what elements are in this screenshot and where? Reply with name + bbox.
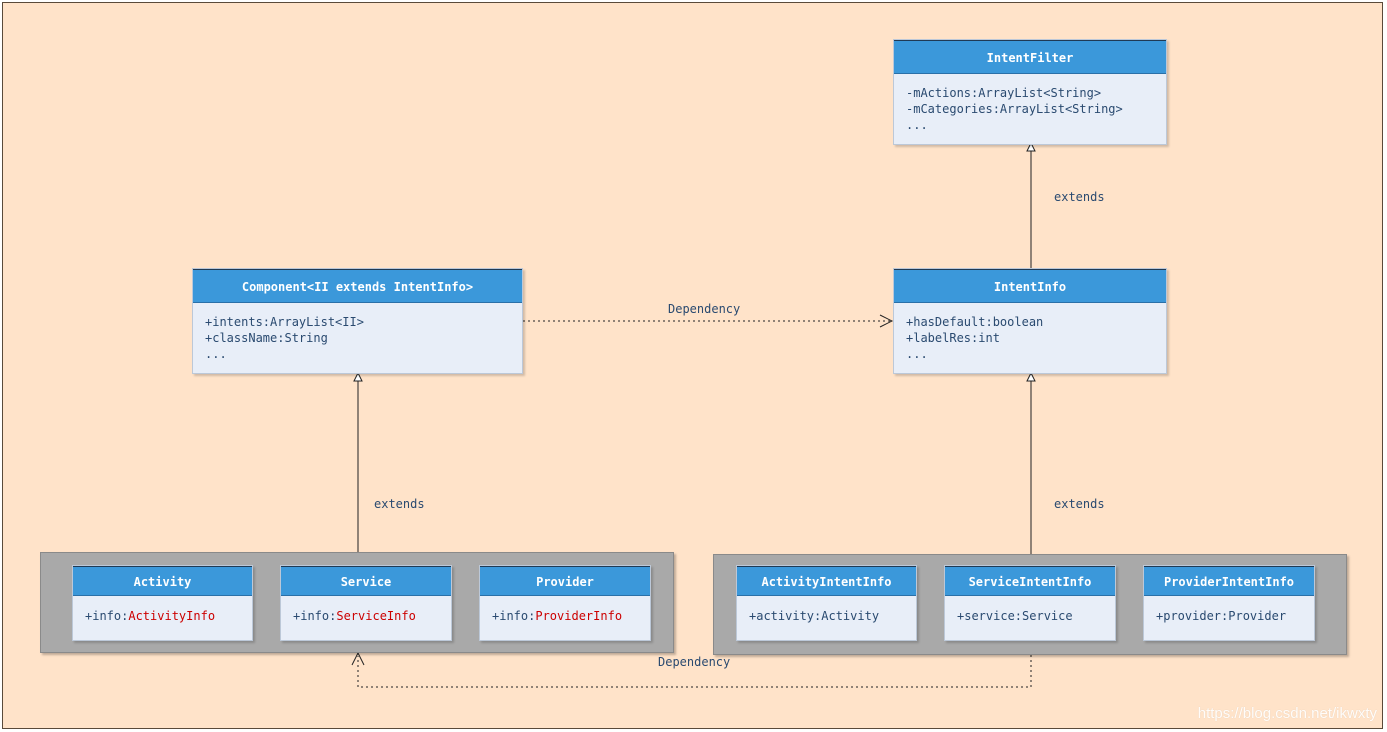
member: +info:ActivityInfo: [85, 609, 216, 623]
member: +provider:Provider: [1156, 609, 1287, 623]
class-name: Activity: [73, 566, 252, 596]
member: ...: [205, 347, 227, 361]
class-members: +activity:Activity: [737, 596, 916, 636]
member: ...: [906, 347, 928, 361]
class-members: -mActions:ArrayList<String> -mCategories…: [894, 74, 1166, 144]
member: +hasDefault:boolean: [906, 315, 1044, 329]
class-activityintentinfo[interactable]: ActivityIntentInfo +activity:Activity: [736, 565, 917, 641]
class-members: +provider:Provider: [1144, 596, 1314, 636]
class-name: Component<II extends IntentInfo>: [193, 269, 522, 303]
class-name: ActivityIntentInfo: [737, 566, 916, 596]
dependency-arrowhead-top: [879, 314, 894, 328]
member: +info:ServiceInfo: [293, 609, 416, 623]
class-members: +hasDefault:boolean +labelRes:int ...: [894, 303, 1166, 373]
class-name: Provider: [480, 566, 650, 596]
member: -mActions:ArrayList<String>: [906, 86, 1102, 100]
dependency-arrowhead-bottom: [351, 651, 365, 666]
class-intentfilter[interactable]: IntentFilter -mActions:ArrayList<String>…: [893, 39, 1167, 145]
extends-arrowhead-intentinfo: [1026, 371, 1036, 382]
class-members: +info:ActivityInfo: [73, 596, 252, 636]
class-name: IntentFilter: [894, 40, 1166, 74]
member: +info:ProviderInfo: [492, 609, 623, 623]
member-type: ServiceInfo: [336, 609, 416, 623]
dependency-line-bottom: [357, 655, 1032, 688]
class-name: ProviderIntentInfo: [1144, 566, 1314, 596]
class-members: +info:ServiceInfo: [281, 596, 451, 636]
class-intentinfo[interactable]: IntentInfo +hasDefault:boolean +labelRes…: [893, 268, 1167, 374]
watermark: https://blog.csdn.net/ikwxty: [1197, 705, 1377, 722]
class-members: +intents:ArrayList<II> +className:String…: [193, 303, 522, 373]
class-component[interactable]: Component<II extends IntentInfo> +intent…: [192, 268, 523, 374]
member: +activity:Activity: [749, 609, 880, 623]
class-activity[interactable]: Activity +info:ActivityInfo: [72, 565, 253, 641]
member: ...: [906, 118, 928, 132]
member: +service:Service: [957, 609, 1073, 623]
class-name: ServiceIntentInfo: [945, 566, 1115, 596]
class-name: Service: [281, 566, 451, 596]
extends-label-component: extends: [374, 497, 425, 511]
member: -mCategories:ArrayList<String>: [906, 102, 1123, 116]
member: +className:String: [205, 331, 328, 345]
member-type: ActivityInfo: [128, 609, 216, 623]
class-service[interactable]: Service +info:ServiceInfo: [280, 565, 452, 641]
class-provider[interactable]: Provider +info:ProviderInfo: [479, 565, 651, 641]
extends-label-intentfilter: extends: [1054, 190, 1105, 204]
class-members: +service:Service: [945, 596, 1115, 636]
member-type: ProviderInfo: [535, 609, 623, 623]
dependency-label-bottom: Dependency: [658, 655, 731, 669]
member: +intents:ArrayList<II>: [205, 315, 364, 329]
class-members: +info:ProviderInfo: [480, 596, 650, 636]
class-name: IntentInfo: [894, 269, 1166, 303]
class-providerintentinfo[interactable]: ProviderIntentInfo +provider:Provider: [1143, 565, 1315, 641]
dependency-label-top: Dependency: [668, 302, 741, 316]
extends-label-intentinfo: extends: [1054, 497, 1105, 511]
class-serviceintentinfo[interactable]: ServiceIntentInfo +service:Service: [944, 565, 1116, 641]
extends-arrowhead-intentfilter: [1026, 141, 1036, 152]
extends-arrowhead-component: [353, 371, 363, 382]
member: +labelRes:int: [906, 331, 1000, 345]
